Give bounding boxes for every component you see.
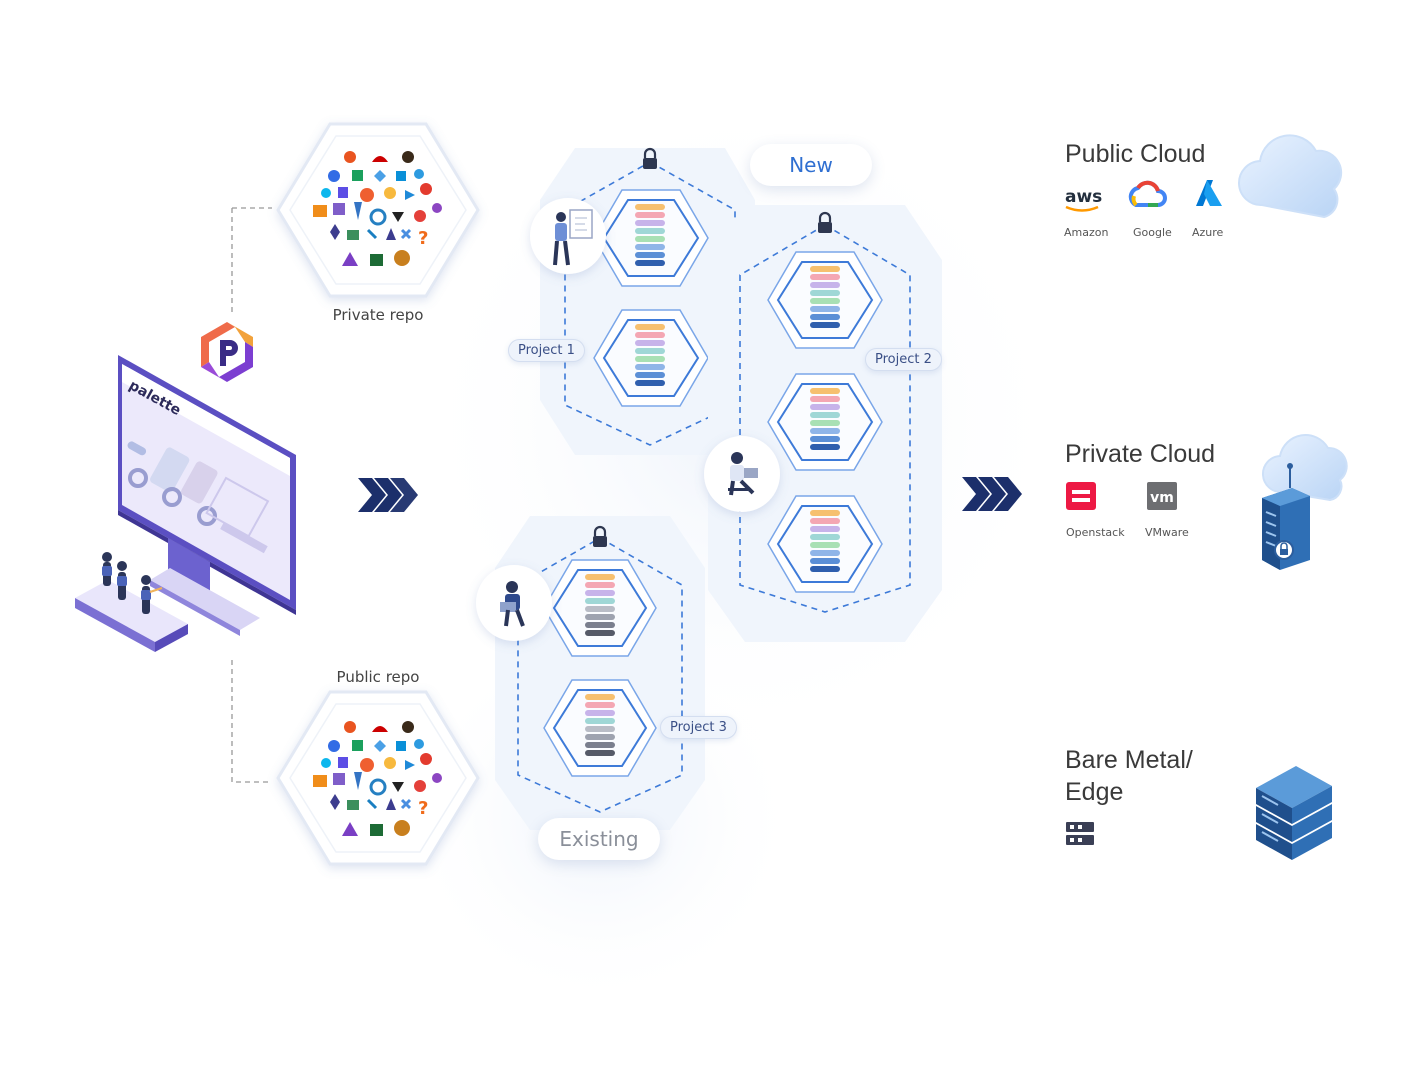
server-stack-icon (1256, 766, 1332, 860)
palette-logo-icon (201, 322, 253, 382)
openstack-logo-icon (1066, 482, 1096, 510)
aws-logo-icon: aws (1065, 187, 1102, 212)
provider-openstack: Openstack (1066, 526, 1125, 539)
bare-metal-title-line2: Edge (1065, 778, 1124, 806)
project-label-2: Project 2 (865, 348, 942, 371)
svg-text:?: ? (418, 228, 428, 249)
cloud-icon-public (1238, 134, 1343, 219)
triple-arrow-icon-right (962, 477, 1022, 511)
connector-private (231, 207, 272, 312)
public-repo-icons: ? (313, 721, 442, 836)
bare-metal-title-line1: Bare Metal/ (1065, 746, 1193, 774)
connector-public (231, 660, 272, 783)
monitor-illustration: palette (75, 355, 296, 652)
project3-cluster (495, 516, 705, 830)
public-repo-label: Public repo (337, 668, 420, 686)
google-cloud-logo-icon (1128, 180, 1167, 207)
provider-vmware: VMware (1145, 526, 1189, 539)
private-cloud-server-icon (1261, 434, 1348, 570)
project-label-3: Project 3 (660, 716, 737, 739)
avatar-presenter (530, 198, 606, 274)
project2-cluster (708, 205, 942, 642)
bare-metal-server-icon (1066, 822, 1094, 845)
svg-text:?: ? (418, 798, 428, 819)
svg-text:vm: vm (1150, 490, 1174, 506)
triple-arrow-icon-left (358, 478, 418, 512)
public-cloud-title: Public Cloud (1065, 140, 1206, 168)
avatar-laptop-man (476, 565, 552, 641)
provider-amazon: Amazon (1064, 226, 1109, 239)
azure-logo-icon (1196, 180, 1222, 206)
avatar-laptop-woman (704, 436, 780, 512)
project-label-1: Project 1 (508, 339, 585, 362)
private-cloud-title: Private Cloud (1065, 440, 1216, 468)
tag-new: New (750, 144, 872, 186)
provider-azure: Azure (1192, 226, 1224, 239)
svg-text:aws: aws (1065, 187, 1102, 207)
provider-google: Google (1133, 226, 1172, 239)
tag-existing: Existing (538, 818, 660, 860)
vmware-logo-icon: vm (1147, 482, 1177, 510)
private-repo-icons: ? (313, 151, 442, 266)
private-repo-label: Private repo (333, 306, 424, 324)
